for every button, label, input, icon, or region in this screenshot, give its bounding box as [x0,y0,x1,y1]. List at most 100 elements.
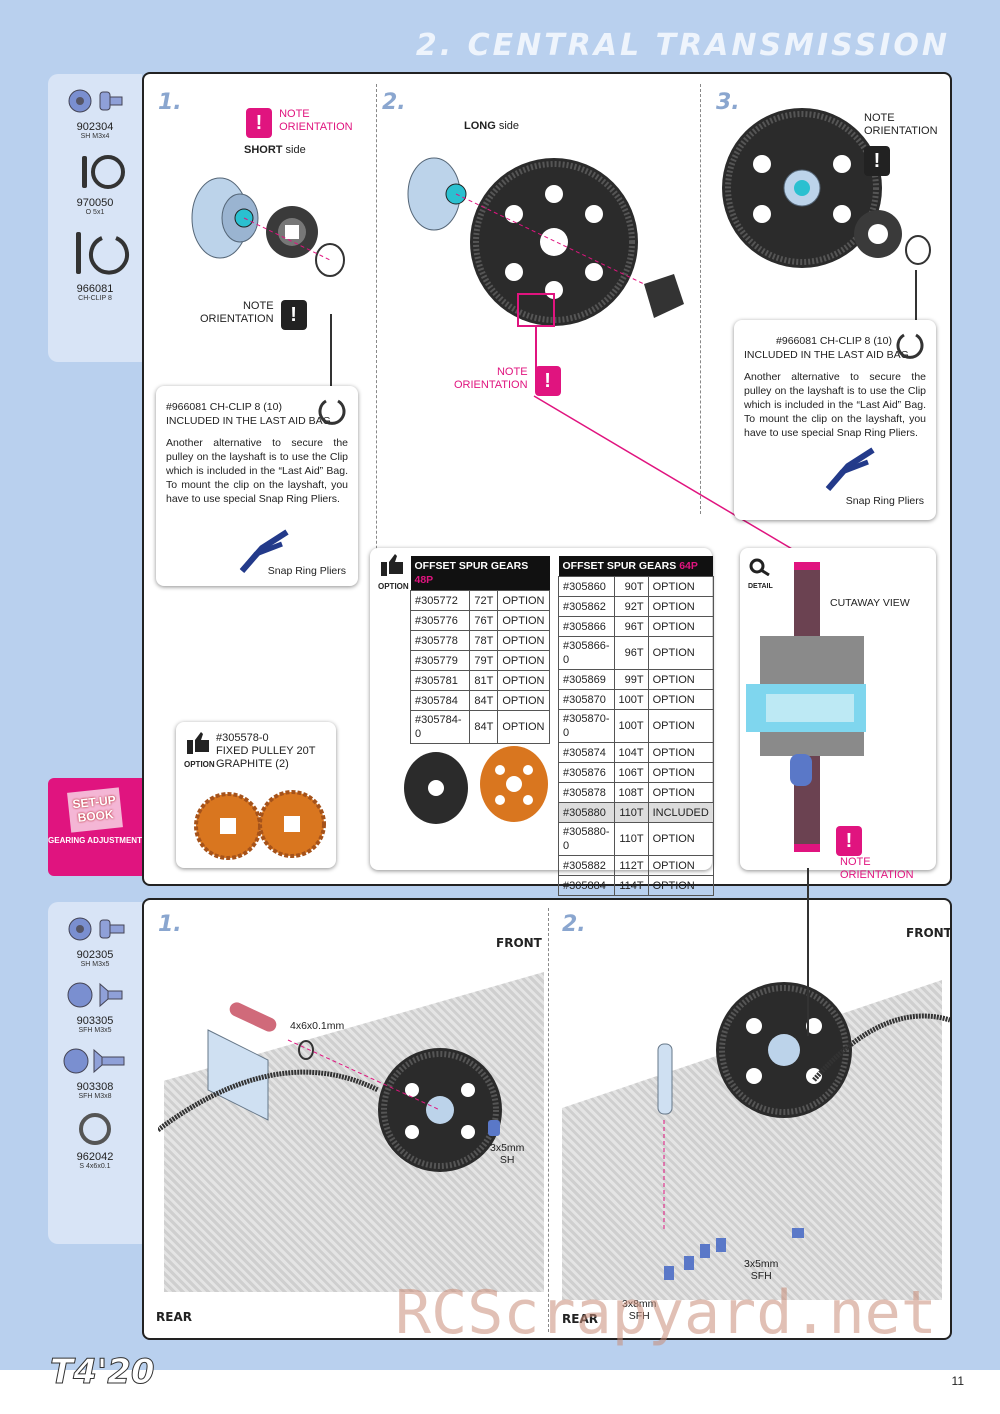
note-line1: NOTE [242,300,274,312]
warning-icon: ! [246,108,272,138]
short-side-text: side [282,144,306,156]
long-side-text: side [495,120,520,132]
warning-icon: ! [280,300,307,330]
teeth-cell: 92T [613,596,649,617]
teeth-cell: 84T [469,710,499,744]
setup-book-caption: GEARING ADJUSTMENT [48,836,142,845]
status-cell: OPTION [647,616,714,637]
part-desc: SFH M3x5 [78,1027,112,1034]
page-number: 11 [951,1374,964,1388]
part-number-cell: #305869 [558,669,615,690]
warning-icon: ! [836,826,862,856]
note-line2: ORIENTATION [840,869,914,881]
part-number-cell: #305884 [558,875,615,896]
part-code: 966081 [76,283,114,295]
leader-line [807,868,809,1036]
thumbs-up-icon [187,732,210,754]
note-line2: ORIENTATION [279,121,353,133]
teeth-cell: 90T [613,576,649,597]
status-cell: INCLUDED [647,802,714,823]
teeth-cell: 100T [613,689,649,710]
part-number-cell: #305781 [409,670,471,691]
callout-body: Another alternative to secure the pulley… [166,437,348,505]
front-label: FRONT [906,926,952,940]
part-903305: 903305 SFH M3x5 [48,980,142,1034]
warning-icon: ! [864,146,890,176]
page-title: 2. CENTRAL TRANSMISSION [415,28,950,63]
status-cell: OPTION [647,689,714,710]
part-code: 902304 [76,121,114,133]
status-cell: OPTION [647,875,714,896]
part-desc: SH M3x4 [80,133,110,140]
o-ring-icon [82,155,125,189]
part-number-cell: #305866-0 [558,636,615,670]
pulley-line2: FIXED PULLEY 20T [216,745,316,757]
divider [376,84,377,614]
screw-sfh-long-icon [63,1048,125,1074]
status-cell: OPTION [647,742,714,763]
pulley-line3: GRAPHITE (2) [216,758,289,770]
status-cell: OPTION [647,709,714,743]
detail-label: DETAIL [748,583,773,590]
part-number-cell: #305860 [558,576,615,597]
fixed-pulley-option-box: OPTION #305578-0 FIXED PULLEY 20T GRAPHI… [176,722,336,868]
step-number: 1. [158,90,182,115]
leader-line [330,314,332,386]
diff-pulley-illustration [191,177,345,277]
part-number-cell: #305882 [558,855,615,876]
divider [700,84,701,514]
status-cell: OPTION [647,762,714,783]
part-code: 903305 [76,1015,114,1027]
part-number-cell: #305776 [409,610,471,631]
short-side-bold: SHORT [244,144,283,156]
status-cell: OPTION [497,630,550,651]
teeth-cell: 96T [613,636,649,670]
callout-title1: #966081 CH-CLIP 8 (10) [776,335,892,347]
option-badge: OPTION [378,554,409,594]
note-line1: NOTE [496,366,528,378]
status-cell: OPTION [647,782,714,803]
status-cell: OPTION [647,636,714,670]
setup-book-badge[interactable]: SET-UP BOOK GEARING ADJUSTMENT [48,778,142,876]
teeth-cell: 106T [613,762,649,783]
part-number-cell: #305784-0 [409,710,471,744]
product-logo: T4'20 [50,1352,156,1393]
shim-size-label: 4x6x0.1mm [290,1020,345,1032]
detail-badge: DETAIL [748,558,773,594]
part-desc: O 5x1 [85,209,105,216]
connector-line [533,395,815,563]
clip-icon [318,399,346,425]
cutaway-illustration [746,562,866,852]
note-line1: NOTE [864,112,895,124]
part-962042: 962042 S 4x6x0.1 [48,1112,142,1170]
spur-gear-assembly-illustration [407,157,684,327]
step-number: 2. [562,912,586,937]
status-cell: OPTION [647,855,714,876]
step1-gear-illustration [158,1002,502,1172]
status-cell: OPTION [497,710,550,744]
step-number: 1. [158,912,182,937]
teeth-cell: 81T [469,670,499,691]
pliers-label: Snap Ring Pliers [267,565,346,577]
note-line1: NOTE [840,856,871,868]
part-970050: 970050 O 5x1 [48,152,142,216]
cutaway-title: CUTAWAY VIEW [830,597,910,609]
callout-title2: INCLUDED IN THE LAST AID BAG [744,349,909,361]
leader-line [915,270,917,322]
teeth-cell: 84T [469,690,499,711]
pulley-line1: #305578-0 [216,732,269,744]
